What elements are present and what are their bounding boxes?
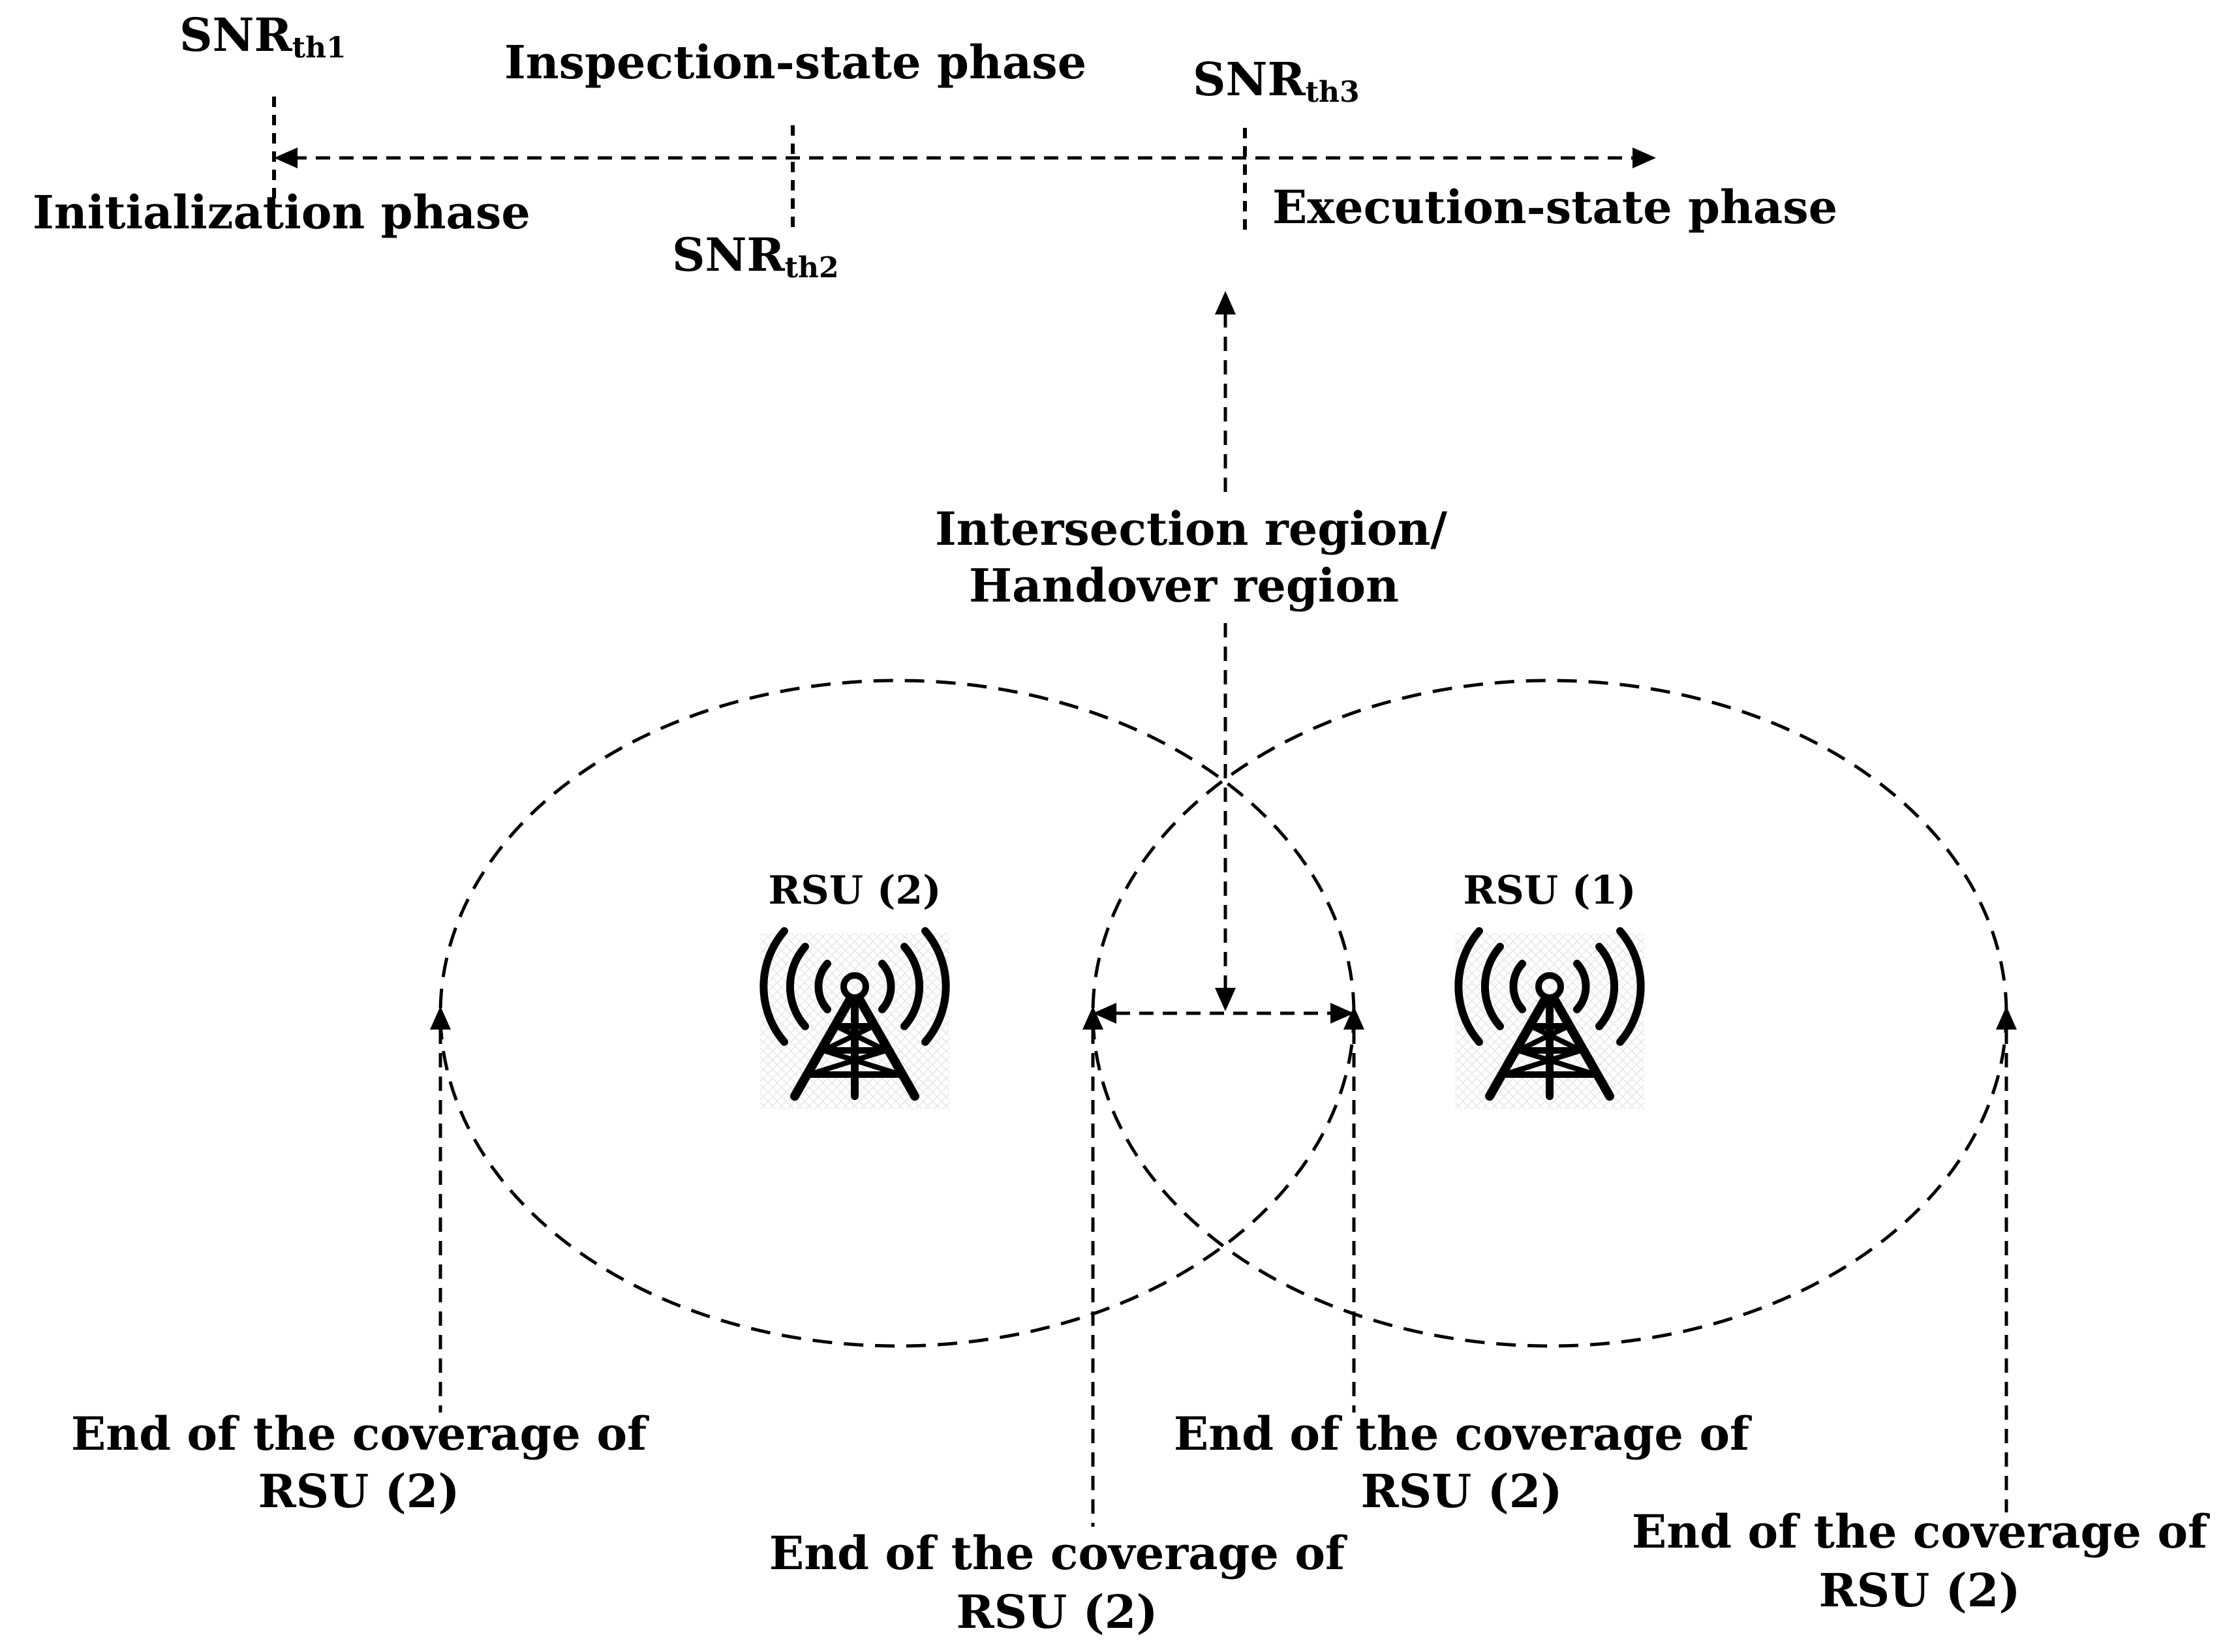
inspection-phase-label: Inspection-state phase: [504, 35, 1086, 89]
coverage-end-label-inner-left-line2: RSU (2): [956, 1585, 1157, 1639]
coverage-end-label-outer-right-line1: End of the coverage of: [1632, 1505, 2210, 1559]
intersection-region-label: Intersection region/: [935, 502, 1447, 556]
coverage-end-label-outer-left-line2: RSU (2): [258, 1464, 459, 1518]
coverage-end-label-outer-left-line1: End of the coverage of: [71, 1407, 649, 1461]
handover-region-label: Handover region: [969, 558, 1399, 613]
radio-tower-icon: [759, 927, 950, 1109]
coverage-end-arrowhead: [1082, 1006, 1103, 1030]
snr-threshold-3-label: SNRth3: [1193, 52, 1360, 109]
timeline-right-arrowhead: [1633, 147, 1656, 168]
execution-phase-label: Execution-state phase: [1272, 180, 1837, 234]
coverage-end-arrowhead: [1343, 1006, 1364, 1030]
coverage-end-arrowhead: [1996, 1006, 2017, 1030]
width-right-arrowhead: [1330, 1003, 1354, 1024]
snr-threshold-2-label: SNRth2: [672, 228, 839, 284]
coverage-end-label-inner-left-line1: End of the coverage of: [769, 1526, 1347, 1580]
pointer-up-arrowhead: [1215, 291, 1236, 314]
coverage-end-label-inner-right-line1: End of the coverage of: [1174, 1407, 1752, 1461]
coverage-end-label-inner-right-line2: RSU (2): [1360, 1464, 1562, 1518]
timeline-left-arrowhead: [274, 147, 298, 168]
snr-threshold-1-label: SNRth1: [179, 8, 346, 65]
coverage-end-arrowhead: [430, 1006, 451, 1030]
rsu-1-label: RSU (1): [1464, 868, 1636, 913]
rsu-2-label: RSU (2): [769, 868, 942, 913]
width-left-arrowhead: [1093, 1003, 1116, 1024]
pointer-down-arrowhead: [1215, 988, 1236, 1011]
initialization-phase-label: Initialization phase: [33, 185, 530, 239]
coverage-end-label-outer-right-line2: RSU (2): [1818, 1563, 2020, 1617]
radio-tower-icon: [1454, 927, 1645, 1109]
